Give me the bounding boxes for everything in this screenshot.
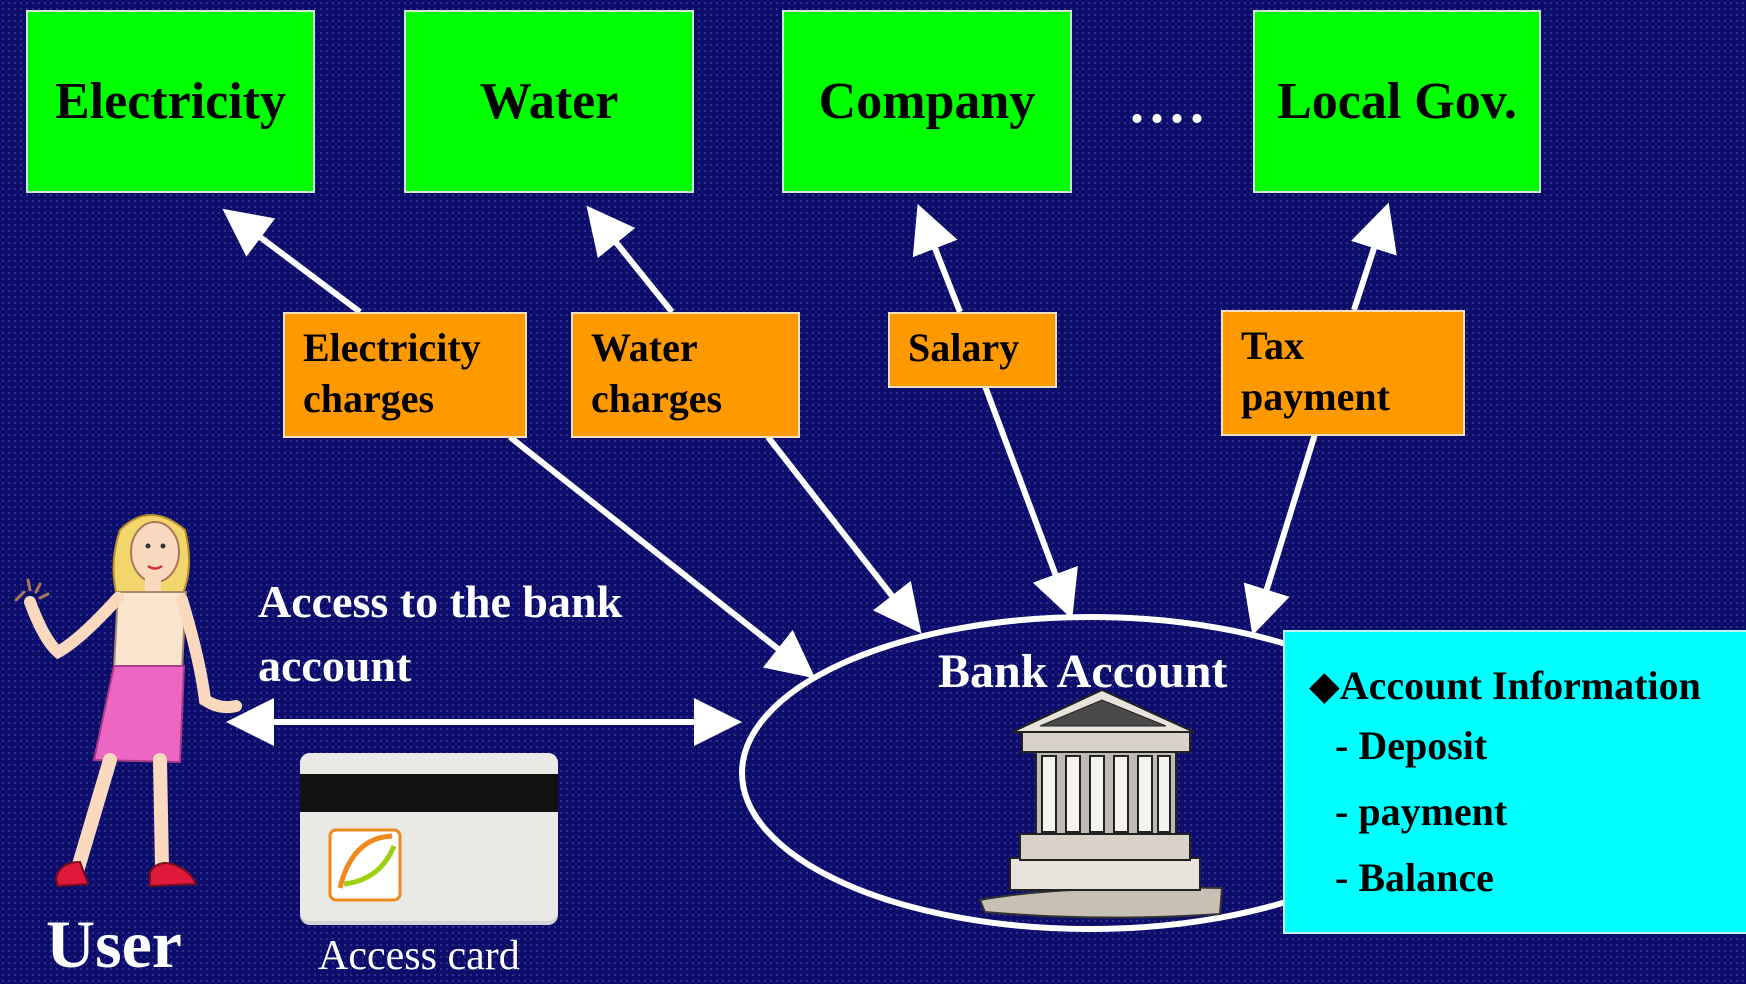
account-info-item-deposit: - Deposit (1335, 723, 1488, 768)
payment-to-target-arrows (222, 202, 1397, 315)
access-card-label: Access card (318, 933, 520, 979)
target-label-electricity: Electricity (55, 73, 286, 130)
account-info-item-balance: - Balance (1335, 855, 1494, 900)
user-figure (14, 514, 242, 888)
ellipsis-dots: .... (1130, 73, 1210, 135)
target-label-water: Water (479, 73, 619, 130)
arrow-tax-to-bank (1243, 433, 1318, 636)
payment-box-water: Water charges (571, 312, 800, 438)
payment-box-tax: Tax payment (1221, 310, 1465, 436)
arrow-to-local-gov (1351, 202, 1397, 311)
arrow-salary-to-bank (982, 384, 1078, 620)
payment-box-electricity: Electricity charges (283, 312, 527, 438)
account-info-box: ◆Account Information - Deposit - payment… (1283, 630, 1746, 934)
target-box-water: Water (404, 10, 694, 193)
account-info-title: ◆Account Information (1309, 663, 1701, 708)
bank-account-label: Bank Account (938, 645, 1228, 698)
target-label-local-gov: Local Gov. (1277, 73, 1517, 130)
payment-box-salary: Salary (888, 312, 1057, 388)
bank-building-icon (978, 688, 1224, 919)
account-info-item-payment: - payment (1335, 789, 1508, 834)
access-label: Access to the bank account (258, 576, 623, 691)
access-card-graphic (300, 753, 558, 925)
target-box-company: Company (782, 10, 1072, 193)
arrow-electricity-to-bank (508, 434, 816, 679)
target-label-company: Company (818, 73, 1036, 130)
payment-to-bank-arrows (508, 384, 1318, 679)
arrow-to-electricity (222, 208, 362, 315)
target-box-local-gov: Local Gov. (1253, 10, 1541, 193)
arrow-water-to-bank (765, 435, 922, 634)
arrow-to-water (586, 205, 675, 314)
user-label: User (46, 906, 182, 982)
arrow-to-company (912, 203, 963, 314)
target-box-electricity: Electricity (26, 10, 315, 193)
